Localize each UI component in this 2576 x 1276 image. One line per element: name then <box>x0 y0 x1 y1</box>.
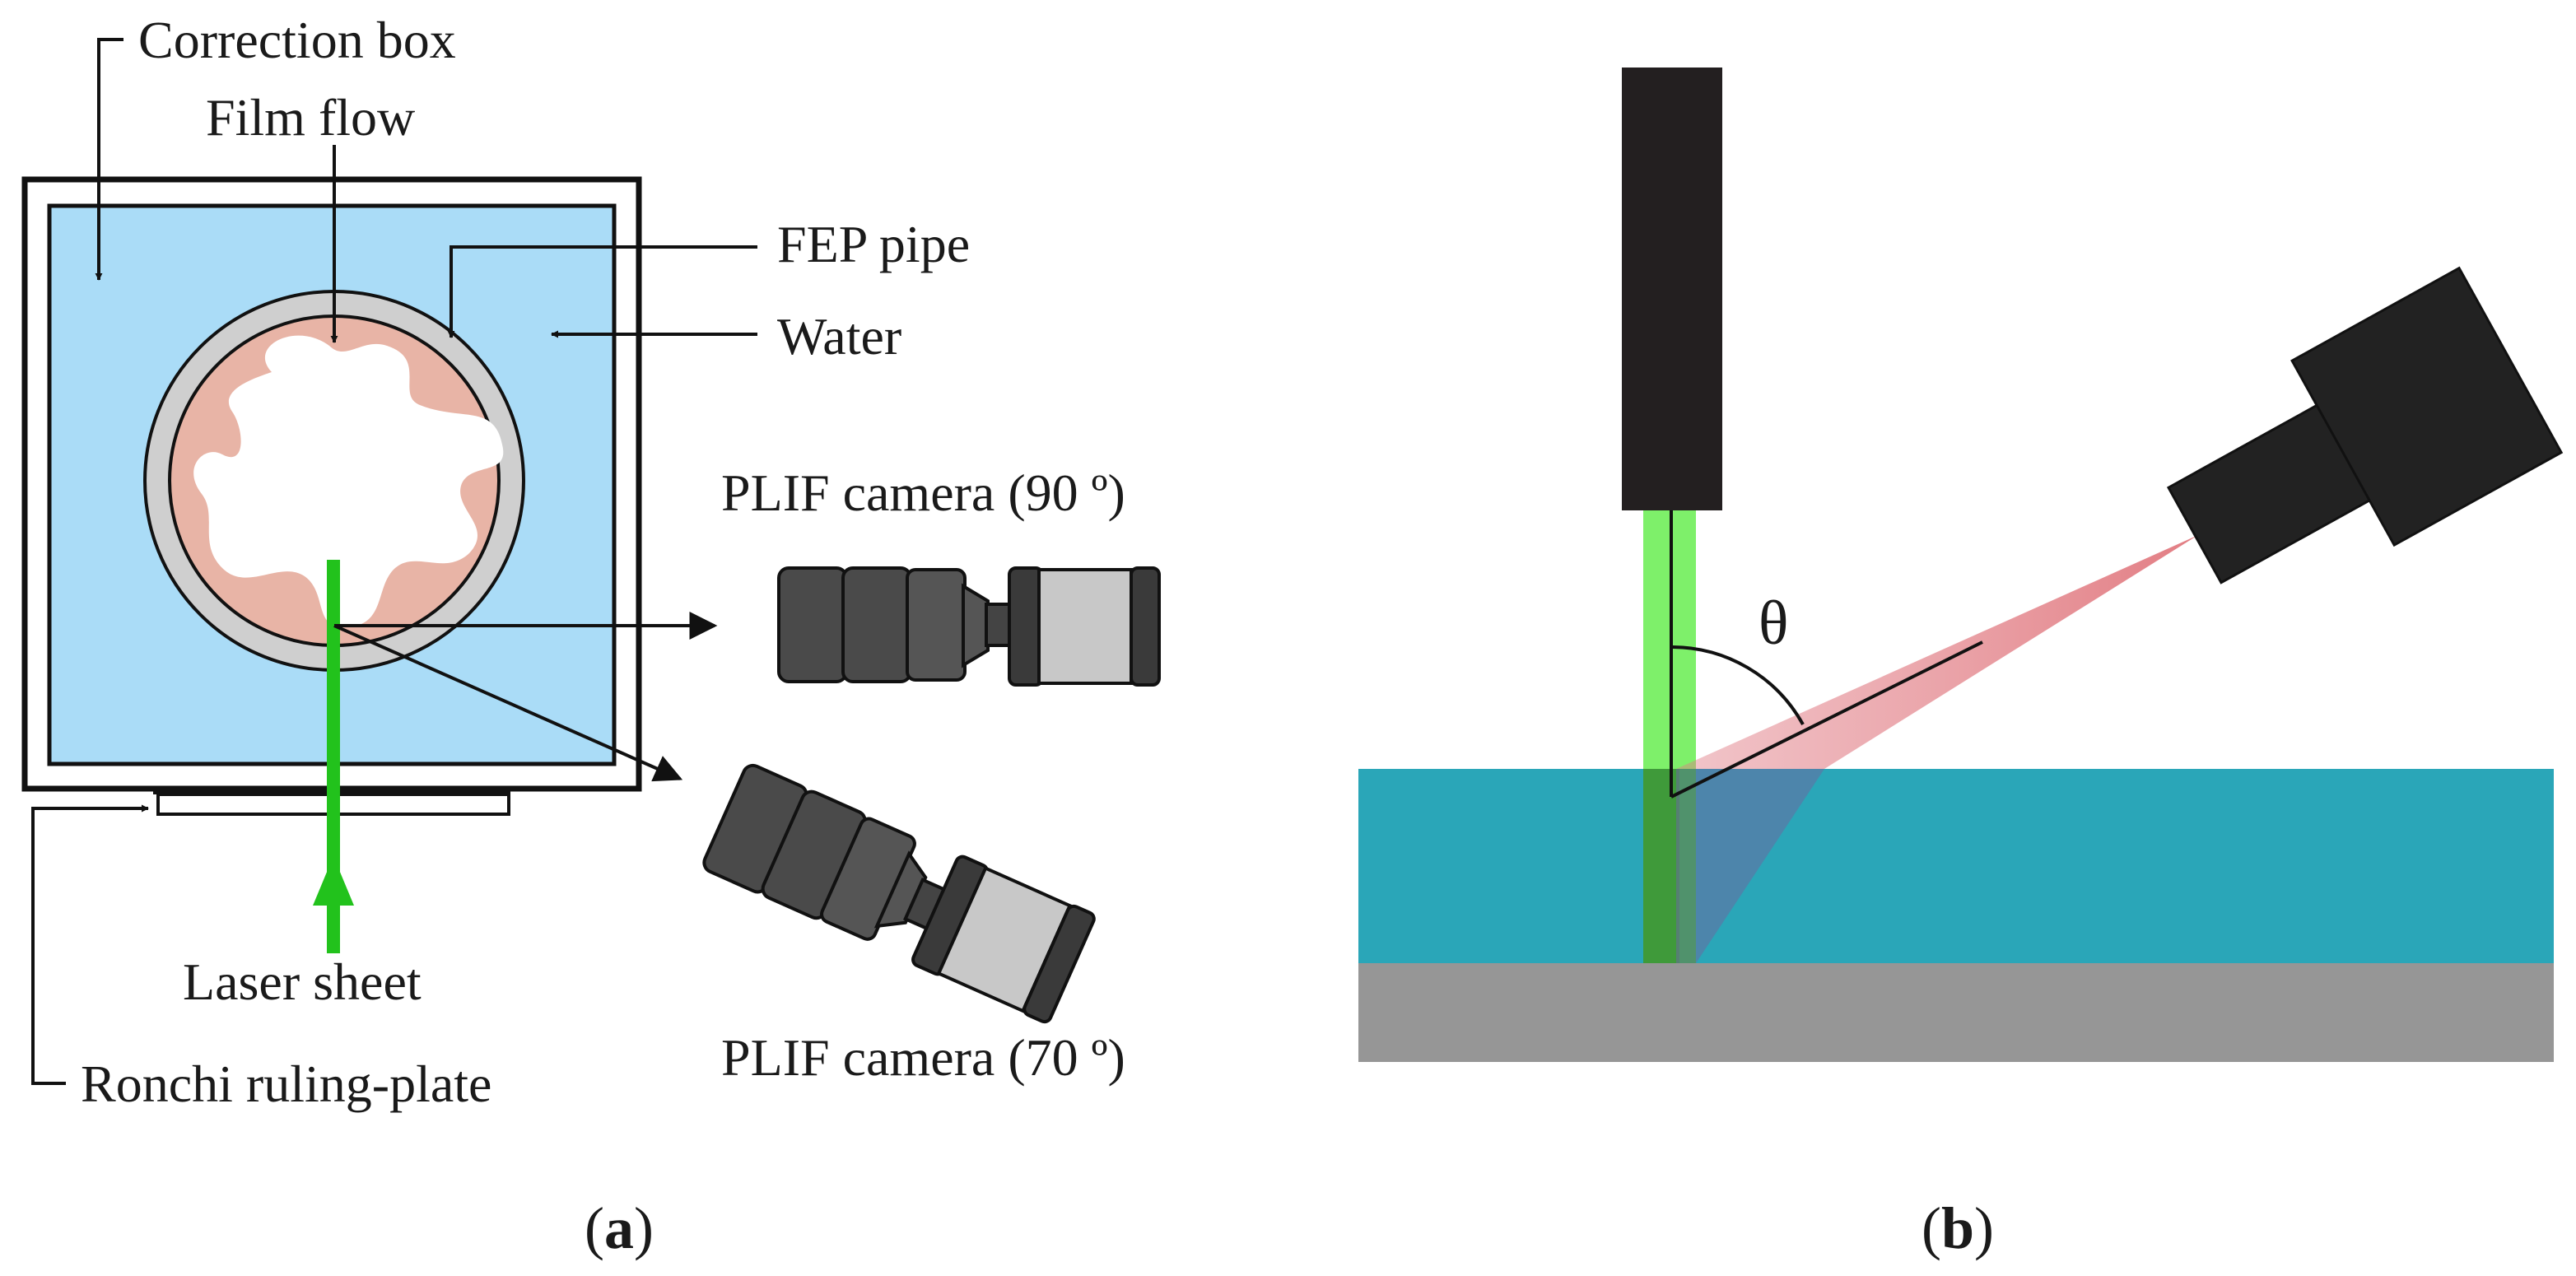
camera-axis-line <box>1670 640 1983 799</box>
film-flow-label: Film flow <box>206 88 415 147</box>
ronchi-label: Ronchi ruling-plate <box>81 1055 491 1113</box>
plif-camera-90 <box>777 566 1161 687</box>
camera-b <box>2166 266 2564 584</box>
correction-box-label: Correction box <box>138 11 456 69</box>
camera-fov <box>1676 535 2198 769</box>
correction-box-leader <box>95 38 123 281</box>
liquid-layer <box>1358 769 2554 963</box>
plif-camera-90-label: PLIF camera (90 º) <box>721 463 1125 522</box>
plif-camera-70 <box>702 763 1096 1024</box>
ronchi-leader <box>31 804 149 1085</box>
theta-arc <box>1670 645 1805 725</box>
panel-b: θ (b) <box>1358 68 2564 1261</box>
water-label: Water <box>777 307 901 366</box>
panel-a: Correction box Film flow FEP pipe Water … <box>21 11 1161 1261</box>
fep-pipe-leader <box>447 245 757 338</box>
laser-sheet-label: Laser sheet <box>183 952 422 1011</box>
plif-camera-70-label: PLIF camera (70 º) <box>721 1028 1125 1087</box>
camera-fov-in-liquid <box>1676 769 1824 963</box>
laser-sheet-arrowhead <box>313 856 354 906</box>
laser-source <box>1622 68 1722 510</box>
caption-b: (b) <box>1922 1195 1994 1261</box>
fep-pipe-label: FEP pipe <box>777 215 970 273</box>
caption-a: (a) <box>585 1195 654 1261</box>
theta-label: θ <box>1758 589 1788 658</box>
camera-70-viewline <box>333 624 683 782</box>
substrate <box>1358 963 2554 1062</box>
gas-core <box>193 335 504 628</box>
